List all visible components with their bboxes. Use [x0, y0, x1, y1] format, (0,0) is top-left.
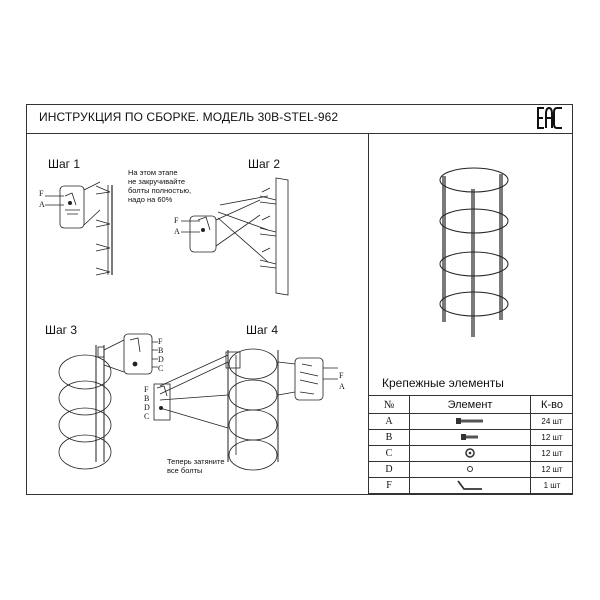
step-2-callout-f: F [174, 216, 179, 225]
column-divider [368, 133, 369, 495]
fastener-qty: 12 шт [530, 445, 573, 462]
allen-key-icon [409, 477, 531, 494]
step-3-callout-c: C [158, 364, 164, 373]
step-4-callout-d-left: D [144, 403, 150, 412]
fastener-id: D [369, 461, 410, 478]
eac-logo [536, 105, 564, 131]
step-1-callout-f: F [39, 189, 44, 198]
fastener-id: B [369, 429, 410, 446]
step-3-drawing [58, 333, 158, 470]
fastener-id: F [369, 477, 410, 494]
step-1-label: Шаг 1 [48, 157, 81, 171]
table-row: A 24 шт [369, 413, 573, 430]
fastener-qty: 12 шт [530, 461, 573, 478]
step-4-callout-a: A [339, 382, 345, 391]
step-3-callout-b: B [158, 346, 164, 355]
long-bolt-icon [409, 413, 531, 430]
sheet-title: ИНСТРУКЦИЯ ПО СБОРКЕ. МОДЕЛЬ 30B-STEL-96… [39, 110, 339, 124]
header-divider [26, 133, 573, 134]
fastener-id: C [369, 445, 410, 462]
table-row: F 1 шт [369, 477, 573, 494]
fastener-qty: 12 шт [530, 429, 573, 446]
step-4-callout-f-left: F [144, 385, 149, 394]
instruction-sheet-frame [26, 104, 573, 495]
step-2-label: Шаг 2 [248, 157, 281, 171]
shelf-unit-illustration [439, 167, 509, 337]
short-bolt-icon [409, 429, 531, 446]
step-4-drawing [153, 348, 338, 471]
step-1-drawing [45, 181, 113, 276]
table-row: C 12 шт [369, 445, 573, 462]
step-1-note: На этом этапе не закручивайте болты полн… [128, 168, 191, 204]
step-3-callout-d: D [158, 355, 164, 364]
fastener-id: A [369, 413, 410, 430]
step-1-note-line: надо на 60% [128, 195, 173, 204]
column-header-element: Элемент [409, 395, 531, 414]
nut-icon [409, 461, 531, 478]
step-1-note-line: болты полностью, [128, 186, 192, 195]
column-header-quantity: К-во [530, 395, 573, 414]
fasteners-title: Крепежные элементы [382, 376, 504, 390]
step-4-callout-b-left: B [144, 394, 150, 403]
step-3-label: Шаг 3 [45, 323, 78, 337]
washer-icon [409, 445, 531, 462]
column-header-number: № [369, 395, 410, 414]
fastener-qty: 1 шт [530, 477, 573, 494]
table-row: D 12 шт [369, 461, 573, 478]
step-4-note-line: Теперь затяните [167, 457, 225, 466]
step-2-drawing [181, 177, 289, 296]
step-4-callout-f: F [339, 371, 344, 380]
step-4-note-line: все болты [167, 466, 203, 475]
step-4-callout-c-left: C [144, 412, 150, 421]
fastener-qty: 24 шт [530, 413, 573, 430]
step-4-label: Шаг 4 [246, 323, 279, 337]
step-1-callout-a: A [39, 200, 45, 209]
step-2-callout-a: A [174, 227, 180, 236]
step-1-note-line: не закручивайте [128, 177, 186, 186]
step-3-callout-f: F [158, 337, 163, 346]
fasteners-table: № Элемент К-во A 24 шт B 12 шт C 12 шт D… [369, 395, 573, 494]
step-4-note: Теперь затяните все болты [167, 457, 225, 475]
fasteners-header-row: № Элемент К-во [369, 395, 573, 414]
step-1-note-line: На этом этапе [128, 168, 178, 177]
table-row: B 12 шт [369, 429, 573, 446]
